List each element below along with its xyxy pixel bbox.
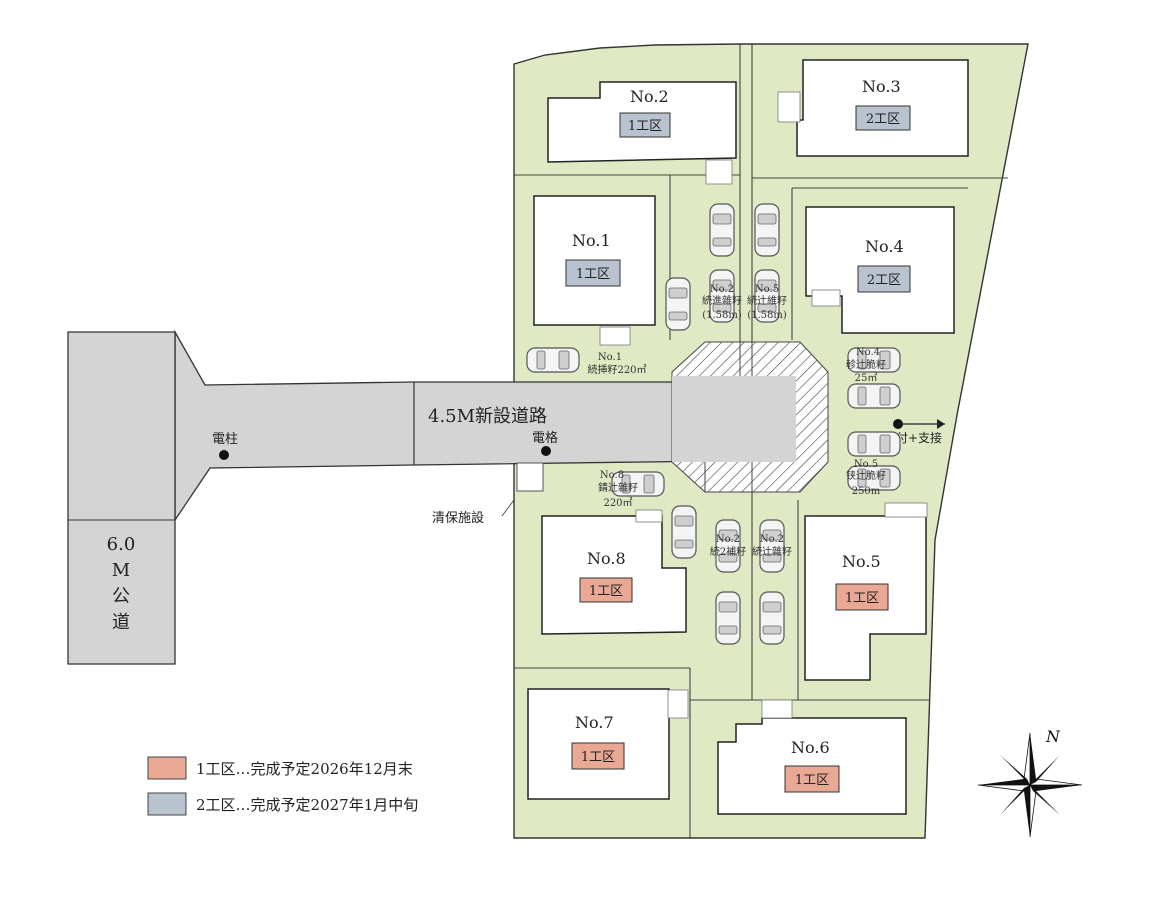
house-no8-phase-badge [579,577,633,603]
parking-label-p1-text: 続挿籽220㎡ [587,363,646,376]
facility-label: 清保施設 [432,510,484,526]
public-road [67,331,176,665]
house-no1-steps [599,326,631,346]
parking-label-p6-size: 220㎡ [603,497,632,509]
legend-label-phase2: 2工区…完成予定2027年1月中旬 [196,796,418,814]
utility-pole-2 [541,446,551,456]
house-no2-phase-badge [619,112,671,138]
public-road-label-char1: 公 [112,586,130,607]
parking-label-p7-text: 続2補籽 [710,545,746,558]
house-no6-phase-badge [784,765,840,793]
legend-swatch-phase1 [147,756,187,780]
utility-pole-1 [219,450,229,460]
house-no8-number: No.8 [587,549,626,568]
house-no6-phase: 1工区 [795,773,829,788]
house-no3-phase-badge [855,105,911,131]
public-road-label-char2: 道 [112,612,130,633]
house-no8-steps [635,509,663,523]
parking-label-p6-id: No.8 [600,470,624,481]
legend-swatch-phase2 [147,792,187,816]
parking-label-p2-id: No.2 [710,284,734,295]
new-road-label: 4.5M新設道路 [428,406,547,427]
parking-label-p4-size: 25㎡ [855,372,878,384]
parking-label-p3-text: 続辻維籽 [747,294,787,307]
house-no2-phase: 1工区 [628,119,662,134]
house-no6-number: No.6 [791,738,830,757]
house-no1-phase: 1工区 [576,267,610,282]
house-no1-number: No.1 [572,231,611,250]
house-no2-steps [705,159,733,185]
house-no4-steps [811,289,841,307]
house-no4: No.4 2工区 [805,206,955,334]
lot-lines [514,44,1008,838]
parking-label-p5-id: No.5 [854,459,878,470]
parking-label-p8-text: 続辻雜籽 [752,545,792,558]
house-no8: No.8 1工区 [541,509,687,635]
house-no7-steps [667,689,689,719]
parking-label-p5-size: 250m [852,486,881,497]
utility-pole-2-label: 電格 [532,430,558,446]
house-no4-phase-badge [857,265,911,293]
parking-label-p3-id: No.5 [755,284,779,295]
legend: 1工区…完成予定2026年12月末 2工区…完成予定2027年1月中旬 [147,756,418,816]
house-no3-number: No.3 [862,77,901,96]
house-no7-phase-badge [571,742,625,770]
parking-label-p4-id: No.4 [856,347,880,358]
parking-label-p6-text: 錆辻雜籽 [598,481,638,494]
house-no4-number: No.4 [865,237,904,256]
house-no6-steps [761,699,793,719]
parking-label-p2-size: (1.58m) [702,310,742,321]
parking-label-p5-text: 铗辻脆籽 [846,469,886,482]
house-no5: No.5 1工区 [804,502,928,681]
house-no5-number: No.5 [842,552,881,571]
house-no1: No.1 1工区 [533,195,656,346]
house-no4-phase: 2工区 [867,273,901,288]
house-no7-number: No.7 [575,713,614,732]
house-no7: No.7 1工区 [527,688,689,800]
house-no3-steps [777,91,801,123]
house-no1-phase-badge [565,259,621,287]
legend-label-phase1: 1工区…完成予定2026年12月末 [196,760,413,778]
parking-label-p3-size: (1.58m) [747,310,787,321]
house-no3: No.3 2工区 [777,59,969,157]
house-no3-phase: 2工区 [866,112,900,127]
house-no6: No.6 1工区 [717,699,907,815]
public-road-label-unit: M [112,560,130,581]
utility-pole-1-label: 電柱 [212,432,238,447]
public-road-label-width: 6.0 [107,534,136,555]
parking-label-p7-id: No.2 [716,534,740,545]
compass-north-label: N [1045,727,1061,746]
parking-label-p1-id: No.1 [598,352,622,363]
parking-label-p4-text: 軫辻脆籽 [846,358,886,371]
parking-label-p8-id: No.2 [760,534,784,545]
public-road-label: 6.0 M 公 道 [107,534,136,633]
house-no8-phase: 1工区 [589,584,623,599]
house-no7-phase: 1工区 [581,750,615,765]
house-no2: No.2 1工区 [547,81,737,185]
compass-rose [977,732,1083,838]
parking-labels: No.1 続挿籽220㎡ No.2 続進雜籽 (1.58m) No.5 続辻維籽… [587,284,886,558]
parking-label-p2-text: 続進雜籽 [702,294,742,307]
house-no5-phase-badge [835,583,889,611]
house-no5-phase: 1工区 [845,591,879,606]
facility-box [516,462,544,492]
house-no5-steps [884,502,928,518]
house-no2-number: No.2 [630,87,669,106]
